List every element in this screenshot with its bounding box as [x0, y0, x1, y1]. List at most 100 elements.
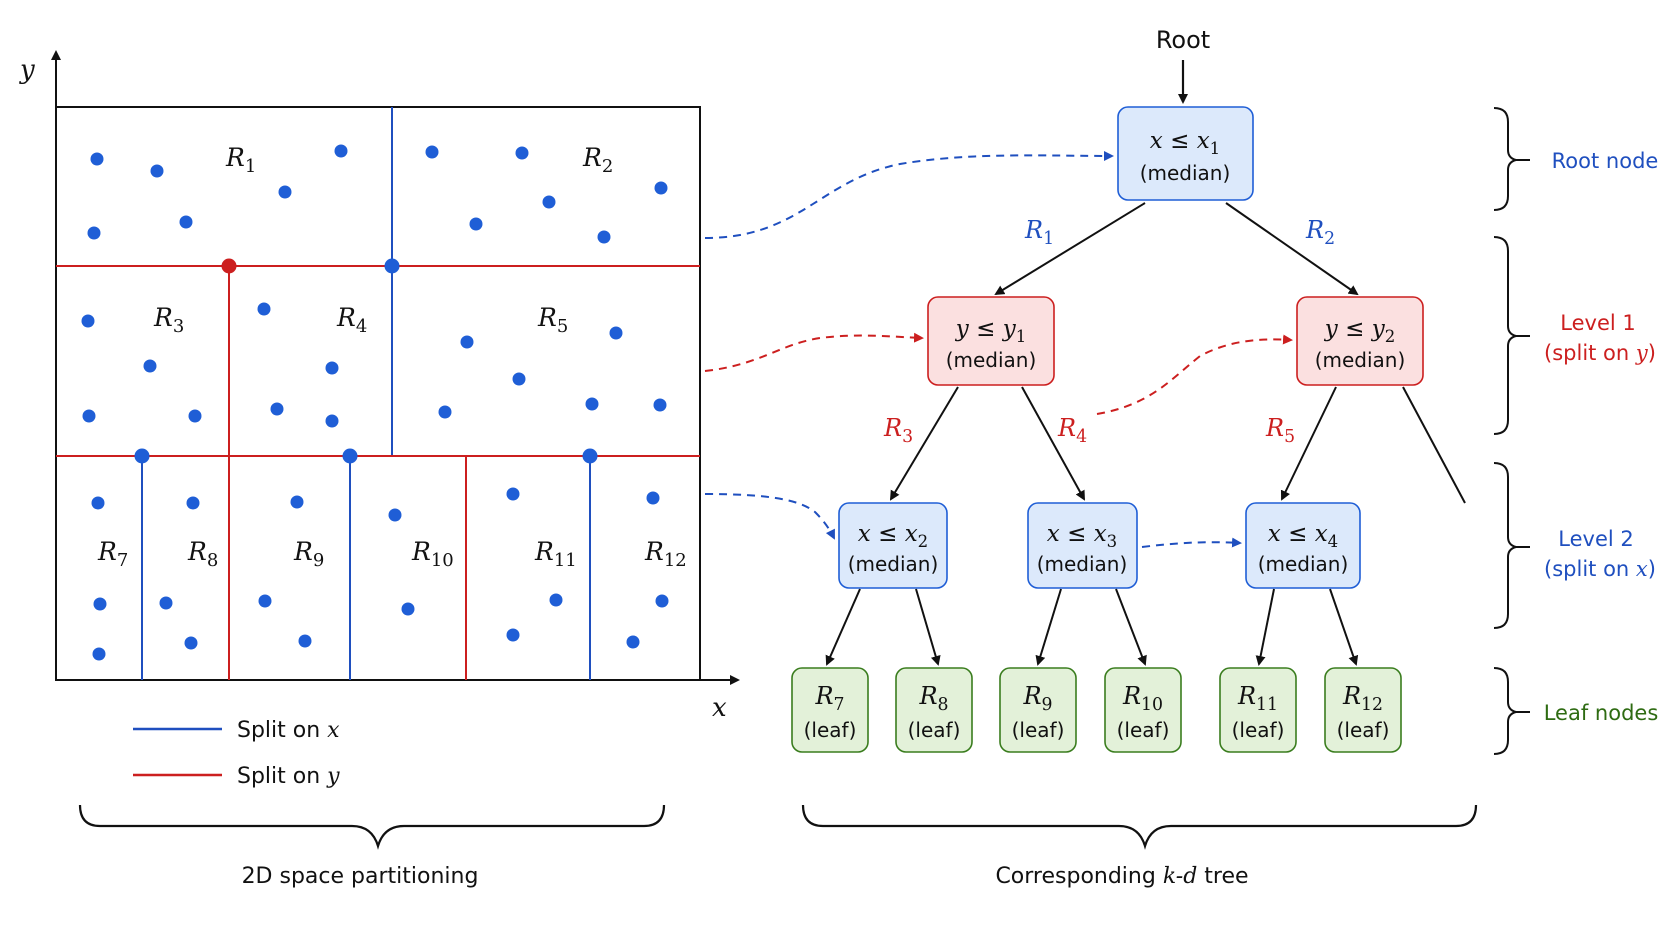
data-point: [506, 628, 520, 642]
region-label-r9: R9: [293, 537, 324, 571]
edge-labels: R1 R2 R3 R4 R5: [883, 216, 1335, 447]
leaf-node-r12[interactable]: R12 (leaf): [1324, 667, 1402, 753]
data-point: [298, 634, 312, 648]
data-point: [654, 181, 668, 195]
data-point: [597, 230, 611, 244]
data-point: [515, 146, 529, 160]
leaf-sub: (leaf): [804, 718, 857, 742]
tree-node-l2a[interactable]: x ≤ x2 (median): [838, 502, 948, 589]
leaf-node-r9[interactable]: R9 (leaf): [999, 667, 1077, 753]
edge-label-r3: R3: [883, 414, 913, 447]
leaf-node-r11[interactable]: R11 (leaf): [1219, 667, 1297, 753]
map-arrow-level1: [704, 332, 924, 372]
data-point: [258, 594, 272, 608]
data-point: [90, 152, 104, 166]
data-points: [81, 144, 669, 661]
region-label-r7: R7: [97, 537, 128, 571]
space-box: [55, 106, 701, 681]
tree-node-l1b[interactable]: y ≤ y2 (median): [1296, 296, 1424, 386]
edge-label-r2: R2: [1305, 216, 1335, 249]
data-point: [460, 335, 474, 349]
data-point: [388, 508, 402, 522]
tree-node-root[interactable]: x ≤ x1 (median): [1117, 106, 1254, 201]
leaf-nodes: R7 (leaf) R8 (leaf) R9 (leaf) R10 (leaf)…: [791, 667, 1402, 753]
leaf-node-r8[interactable]: R8 (leaf): [895, 667, 973, 753]
marker-blue: [134, 448, 150, 464]
leaf-sub: (leaf): [1012, 718, 1065, 742]
edge-label-r4: R4: [1057, 414, 1087, 447]
data-point: [92, 647, 106, 661]
mapping-arrows: [704, 150, 1293, 548]
kd-tree: Root R1 R2 R3 R4 R5 x ≤ x: [791, 26, 1478, 889]
data-point: [82, 409, 96, 423]
data-point: [81, 314, 95, 328]
data-point: [325, 414, 339, 428]
data-point: [188, 409, 202, 423]
level-annotations: Root node Level 1 (split on y) Level 2 (…: [1493, 107, 1659, 755]
edge-l2a-r7: [825, 588, 861, 666]
leaf-sub: (leaf): [908, 718, 961, 742]
edge-l1b-l2c: [1280, 386, 1337, 501]
marker-red: [221, 258, 237, 274]
brace-root: [1493, 107, 1517, 211]
leaf-sub: (leaf): [1232, 718, 1285, 742]
data-point: [278, 185, 292, 199]
edge-l2c-r11: [1255, 588, 1275, 666]
node-sub: (median): [1140, 161, 1231, 185]
node-cond: y ≤ y1: [955, 316, 1026, 346]
leaf-node-r7[interactable]: R7 (leaf): [791, 667, 869, 753]
level2-line1: Level 2: [1558, 527, 1633, 551]
legend-split-x: Split on x: [237, 718, 340, 743]
level2-line2: (split on x): [1544, 557, 1656, 581]
map-arrow-l1a-l1b: [1096, 334, 1293, 415]
level1-line1: Level 1: [1560, 311, 1635, 335]
node-cond: x ≤ x1: [1150, 128, 1220, 158]
leaf-node-r10[interactable]: R10 (leaf): [1104, 667, 1182, 753]
node-cond: y ≤ y2: [1324, 316, 1395, 346]
node-cond: x ≤ x2: [858, 521, 928, 551]
map-arrow-level2: [704, 493, 835, 540]
edge-root-l1b: [1225, 202, 1359, 296]
data-point: [609, 326, 623, 340]
data-point: [469, 217, 483, 231]
leaf-name: R9: [1022, 682, 1052, 715]
data-point: [290, 495, 304, 509]
tree-node-l2b[interactable]: x ≤ x3 (median): [1027, 502, 1138, 589]
tree-node-l2c[interactable]: x ≤ x4 (median): [1245, 502, 1361, 589]
data-point: [653, 398, 667, 412]
data-point: [325, 361, 339, 375]
brace-level2: [1493, 462, 1517, 629]
region-label-r3: R3: [153, 303, 184, 337]
edge-l2c-r12: [1329, 588, 1359, 666]
data-point: [184, 636, 198, 650]
map-arrow-root: [704, 150, 1114, 239]
level-root-label: Root node: [1552, 149, 1659, 173]
tree-node-l1a[interactable]: y ≤ y1 (median): [927, 296, 1055, 386]
data-point: [159, 596, 173, 610]
edge-l1a-l2a: [889, 386, 959, 501]
node-sub: (median): [946, 348, 1037, 372]
data-point: [186, 496, 200, 510]
data-point: [438, 405, 452, 419]
legend: Split on x Split on y: [133, 718, 340, 789]
level-leaf-label: Leaf nodes: [1544, 701, 1659, 725]
y-axis-label: y: [19, 55, 35, 85]
tree-brace: [801, 804, 1478, 850]
split-lines: [56, 107, 700, 680]
region-label-r4: R4: [336, 303, 367, 337]
data-point: [512, 372, 526, 386]
leaf-name: R10: [1122, 682, 1163, 715]
region-label-r11: R11: [534, 537, 577, 571]
left-caption: 2D space partitioning: [242, 864, 479, 889]
edge-l2b-r9: [1035, 588, 1062, 666]
leaf-name: R11: [1237, 682, 1278, 715]
edge-l2a-r8: [915, 588, 941, 666]
data-point: [646, 491, 660, 505]
root-label: Root: [1156, 26, 1210, 54]
leaf-name: R12: [1342, 682, 1383, 715]
tree-edges: [825, 202, 1466, 666]
region-label-r12: R12: [644, 537, 687, 571]
partition-panel: y x: [19, 50, 740, 889]
